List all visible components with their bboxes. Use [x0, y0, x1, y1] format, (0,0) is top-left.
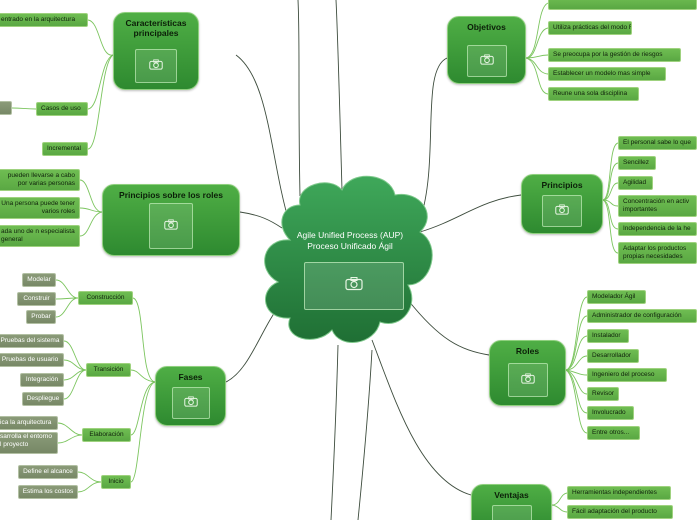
camera-icon [345, 277, 363, 296]
fase-group-label[interactable]: Transición [86, 363, 131, 377]
leaf-caracteristica[interactable]: entrado en la arquitectura [0, 13, 88, 27]
leaf-rol[interactable]: Involucrado [587, 406, 634, 420]
leaf-objetivos-top[interactable] [548, 0, 697, 10]
center-cloud [264, 175, 433, 343]
leaf-objetivo[interactable]: Utiliza prácticas del modo RUP [548, 21, 632, 35]
center-topic[interactable]: Agile Unified Process (AUP) Proceso Unif… [270, 230, 430, 252]
leaf-principio-rol[interactable]: ada uno de n especialista general [0, 225, 80, 247]
image-placeholder[interactable] [542, 195, 582, 227]
camera-icon [520, 371, 535, 389]
center-title-line2: Proceso Unificado Ágil [307, 241, 393, 251]
image-placeholder[interactable] [507, 363, 548, 397]
leaf-principio-rol[interactable]: Una persona puede tener varios roles [0, 197, 80, 219]
leaf-principio[interactable]: Independencia de la he [618, 222, 697, 236]
topic-title: Principios [541, 180, 583, 190]
leaf-principio[interactable]: Adaptar los productos propias necesidade… [618, 242, 697, 264]
image-placeholder[interactable] [466, 45, 507, 77]
leaf-objetivo[interactable]: Reune una sola disciplina [548, 87, 639, 101]
center-title-line1: Agile Unified Process (AUP) [296, 230, 404, 240]
leaf-caracteristica[interactable]: Casos de uso [36, 102, 88, 116]
leaf-principio[interactable]: Agilidad [618, 176, 653, 190]
camera-icon [183, 394, 198, 412]
fase-item[interactable]: Pruebas del sistema [0, 334, 64, 348]
center-image-placeholder[interactable] [304, 262, 404, 310]
fase-item[interactable]: Define el alcance [18, 465, 78, 479]
leaf-principio[interactable]: Sencillez [618, 156, 656, 170]
fase-item[interactable]: Integración [20, 373, 64, 387]
fase-group-label[interactable]: Construcción [78, 291, 133, 305]
camera-icon [555, 202, 569, 220]
image-placeholder[interactable] [149, 203, 193, 249]
fase-group-label[interactable]: Elaboración [82, 428, 131, 442]
topic-principios-roles[interactable]: Principios sobre los roles [102, 184, 240, 256]
fase-item[interactable]: Despliegue [22, 392, 64, 406]
leaf-principio[interactable]: Concentración en activ importantes [618, 195, 697, 217]
fase-item[interactable]: Modelar [22, 273, 56, 287]
topic-roles[interactable]: Roles [489, 340, 566, 406]
topic-title: Roles [515, 346, 540, 356]
topic-title: Características principales [125, 18, 187, 38]
image-placeholder[interactable] [491, 505, 532, 520]
leaf-rol[interactable]: Instalador [587, 329, 629, 343]
leaf-rol[interactable]: Ingeniero del proceso [587, 368, 667, 382]
topic-objetivos[interactable]: Objetivos [447, 16, 526, 84]
leaf-principio-rol[interactable]: pueden llevarse a cabo por varias person… [0, 169, 80, 191]
camera-icon [149, 57, 163, 75]
leaf-rol[interactable]: Desarrollador [587, 349, 639, 363]
fase-item[interactable]: Estima los costos [18, 485, 78, 499]
fase-item[interactable]: sarrolla el entorno l proyecto [0, 432, 58, 454]
leaf-caracteristica[interactable]: Incremental [42, 142, 88, 156]
leaf-rol[interactable]: Entre otros... [587, 426, 640, 440]
topic-title: Objetivos [467, 22, 506, 32]
topic-principios[interactable]: Principios [521, 174, 603, 234]
camera-icon [164, 217, 178, 235]
image-placeholder[interactable] [135, 49, 177, 83]
leaf-caso-de-uso[interactable] [0, 101, 12, 115]
leaf-ventaja[interactable]: Fácil adaptación del producto [567, 505, 673, 519]
leaf-principio[interactable]: El personal sabe lo que [618, 136, 697, 150]
leaf-objetivo[interactable]: Establecer un modelo mas simple [548, 67, 666, 81]
fase-item[interactable]: ica la arquitectura [0, 416, 58, 430]
fase-group-label[interactable]: Inicio [101, 475, 131, 489]
leaf-ventaja[interactable]: Herramientas independientes [567, 486, 671, 500]
leaf-rol[interactable]: Administrador de configuración [587, 309, 697, 323]
leaf-rol[interactable]: Modelador Ágil [587, 290, 646, 304]
fase-item[interactable]: Construir [17, 292, 56, 306]
leaf-rol[interactable]: Revisor [587, 387, 619, 401]
topic-title: Fases [178, 372, 203, 382]
topic-ventajas[interactable]: Ventajas [471, 484, 552, 520]
fase-item[interactable]: Pruebas de usuario [0, 353, 64, 367]
image-placeholder[interactable] [171, 387, 210, 419]
camera-icon [479, 52, 494, 70]
leaf-objetivo[interactable]: Se preocupa por la gestión de riesgos [548, 48, 681, 62]
topic-title: Ventajas [494, 490, 529, 500]
topic-title: Principios sobre los roles [119, 190, 223, 200]
topic-fases[interactable]: Fases [155, 366, 226, 426]
fase-item[interactable]: Probar [26, 310, 56, 324]
topic-caracteristicas[interactable]: Características principales [113, 12, 199, 90]
